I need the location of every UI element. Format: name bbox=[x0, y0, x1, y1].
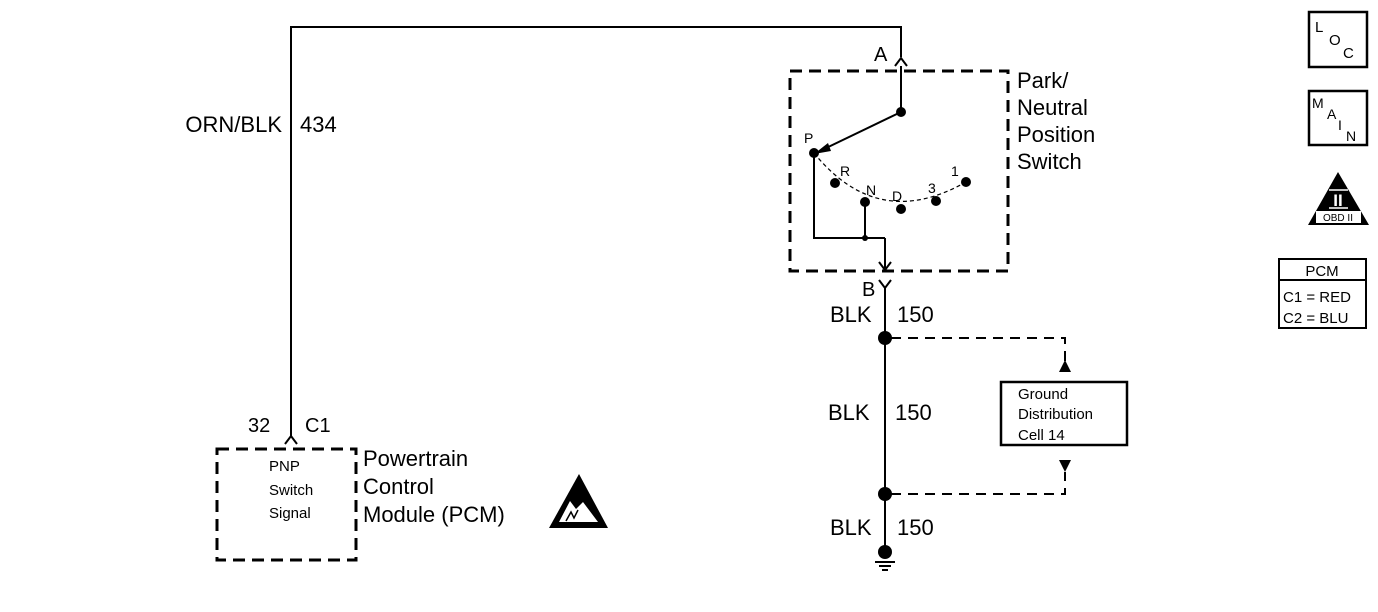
pcm-title: Powertrain Control Module (PCM) bbox=[363, 446, 505, 527]
ground-wire-color-3: BLK bbox=[830, 515, 872, 540]
arrow-up-icon bbox=[1059, 360, 1071, 372]
wire-color-label: ORN/BLK bbox=[185, 112, 282, 137]
ground-wire-color-1: BLK bbox=[830, 302, 872, 327]
legend-main-icon: M A I N bbox=[1307, 89, 1369, 147]
svg-text:O: O bbox=[1329, 32, 1341, 49]
ground-wire: BLK 150 BLK 150 BLK 150 bbox=[828, 288, 934, 571]
pnp-switch: Park/ Neutral Position Switch P R N D 3 … bbox=[788, 66, 1101, 273]
svg-text:OBD II: OBD II bbox=[1323, 213, 1353, 224]
position-d bbox=[896, 204, 906, 214]
splice-upper bbox=[878, 331, 892, 345]
position-3 bbox=[931, 196, 941, 206]
ground-wire-circuit-3: 150 bbox=[897, 515, 934, 540]
legend-pcm-row-2: C2 = BLU bbox=[1283, 310, 1348, 327]
ground-icon bbox=[875, 561, 895, 571]
ground-point bbox=[878, 545, 892, 559]
pcm-module: 32 C1 PNP Switch Signal Powertrain Contr… bbox=[215, 415, 505, 562]
svg-text:N: N bbox=[1346, 128, 1356, 144]
pcm-box bbox=[215, 447, 358, 562]
ground-wire-color-2: BLK bbox=[828, 400, 870, 425]
connector-a: A bbox=[874, 44, 908, 67]
ground-cell-box bbox=[999, 380, 1129, 447]
ground-wire-circuit-2: 150 bbox=[895, 400, 932, 425]
connector-b: B bbox=[862, 279, 892, 301]
svg-text:A: A bbox=[1327, 106, 1337, 122]
svg-text:I: I bbox=[1338, 117, 1342, 133]
terminal-a-label: A bbox=[874, 44, 888, 66]
arrow-down-icon bbox=[1059, 460, 1071, 472]
terminal-b-label: B bbox=[862, 279, 875, 301]
legend-pcm-title: PCM bbox=[1305, 263, 1338, 280]
legend-pcm-row-1: C1 = RED bbox=[1283, 289, 1351, 306]
esd-warning-icon bbox=[549, 474, 608, 528]
ground-cell-label: Ground Distribution Cell 14 bbox=[1018, 386, 1097, 444]
legend-obd-icon: II OBD II bbox=[1308, 172, 1369, 225]
wire-circuit-label: 434 bbox=[300, 112, 337, 137]
pcm-inner-label: PNP Switch Signal bbox=[269, 458, 317, 522]
pos-label-1: 1 bbox=[951, 163, 959, 179]
ground-distribution-ref: Ground Distribution Cell 14 bbox=[891, 337, 1129, 495]
pcm-pin-label: 32 bbox=[248, 415, 270, 437]
pos-label-p: P bbox=[804, 130, 813, 146]
svg-text:L: L bbox=[1315, 19, 1323, 36]
position-r bbox=[830, 178, 840, 188]
svg-text:M: M bbox=[1312, 95, 1324, 111]
position-1 bbox=[961, 177, 971, 187]
splice-lower bbox=[878, 487, 892, 501]
svg-text:II: II bbox=[1333, 191, 1342, 210]
pos-label-r: R bbox=[840, 163, 850, 179]
pos-label-n: N bbox=[866, 182, 876, 198]
switch-arc bbox=[813, 152, 967, 202]
svg-text:C: C bbox=[1343, 45, 1354, 62]
pos-label-3: 3 bbox=[928, 180, 936, 196]
legend-pcm-box: PCM C1 = RED C2 = BLU bbox=[1278, 258, 1367, 329]
legend-loc-icon: L O C bbox=[1307, 10, 1369, 69]
pnp-switch-box bbox=[788, 69, 1010, 273]
pnp-switch-title: Park/ Neutral Position Switch bbox=[1017, 68, 1101, 174]
ground-wire-circuit-1: 150 bbox=[897, 302, 934, 327]
wire-orn-blk-434: ORN/BLK 434 bbox=[185, 26, 902, 436]
pcm-connector-label: C1 bbox=[305, 415, 331, 437]
pos-label-d: D bbox=[892, 188, 902, 204]
